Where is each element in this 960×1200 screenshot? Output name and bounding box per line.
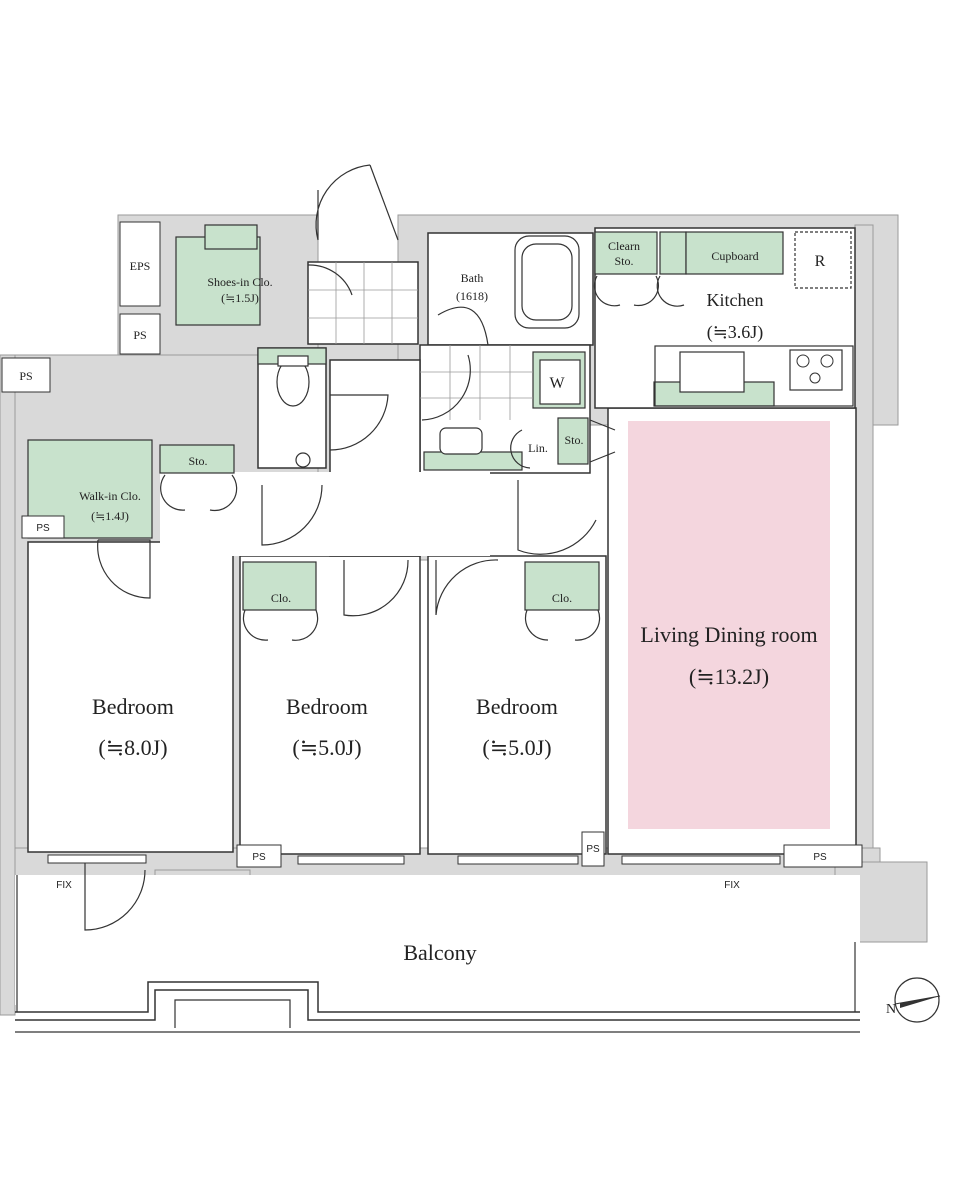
- clean-sto-label-2: Sto.: [614, 254, 633, 268]
- stove-burners-icon: [796, 354, 834, 384]
- balcony-name: Balcony: [403, 940, 476, 965]
- bedroom3-name: Bedroom: [476, 694, 558, 719]
- fix-window-label: FIX: [56, 880, 72, 891]
- linen-label: Lin.: [528, 441, 548, 455]
- sto-label: Sto.: [564, 433, 583, 447]
- shoes-closet-area: (≒1.5J): [221, 291, 259, 305]
- ps-label: PS: [36, 523, 50, 534]
- bedroom3-area: (≒5.0J): [482, 735, 551, 760]
- kitchen-name: Kitchen: [707, 290, 764, 310]
- walkin-closet-area: (≒1.4J): [91, 509, 129, 523]
- bedroom2-name: Bedroom: [286, 694, 368, 719]
- ps-label: PS: [252, 852, 266, 863]
- doors: [84, 164, 685, 931]
- compass-icon: N: [886, 977, 941, 1023]
- fix-window-label: FIX: [724, 880, 740, 891]
- ps-label: PS: [133, 328, 146, 342]
- ps-label: PS: [586, 844, 600, 855]
- balcony: [15, 875, 860, 1033]
- clo-label: Clo.: [271, 591, 291, 605]
- washer-label: W: [549, 375, 565, 392]
- kitchen-area: (≒3.6J): [707, 322, 764, 343]
- bath-size: (1618): [456, 289, 488, 303]
- cupboard-label: Cupboard: [711, 249, 758, 263]
- bedroom2-area: (≒5.0J): [292, 735, 361, 760]
- living-name: Living Dining room: [640, 622, 817, 647]
- windows: [47, 854, 781, 865]
- ps-label: PS: [813, 852, 827, 863]
- living-area: (≒13.2J): [689, 664, 769, 689]
- clo-label: Clo.: [552, 591, 572, 605]
- tile-grid: [308, 262, 533, 420]
- eps-label: EPS: [130, 259, 151, 273]
- compass-north-label: N: [886, 1002, 896, 1017]
- labels: Bedroom (≒8.0J) Bedroom (≒5.0J) Bedroom …: [19, 239, 827, 965]
- fridge-label: R: [815, 253, 826, 270]
- ps-boxes: [1, 221, 863, 868]
- walkin-closet-name: Walk-in Clo.: [79, 489, 141, 503]
- bedroom1-name: Bedroom: [92, 694, 174, 719]
- ps-label: PS: [19, 369, 32, 383]
- sto-label: Sto.: [188, 454, 207, 468]
- bedroom1-area: (≒8.0J): [98, 735, 167, 760]
- bath-name: Bath: [461, 271, 484, 285]
- living-floor-highlight: [628, 421, 830, 829]
- shoes-closet-name: Shoes-in Clo.: [207, 275, 272, 289]
- clean-sto-label-1: Clearn: [608, 239, 640, 253]
